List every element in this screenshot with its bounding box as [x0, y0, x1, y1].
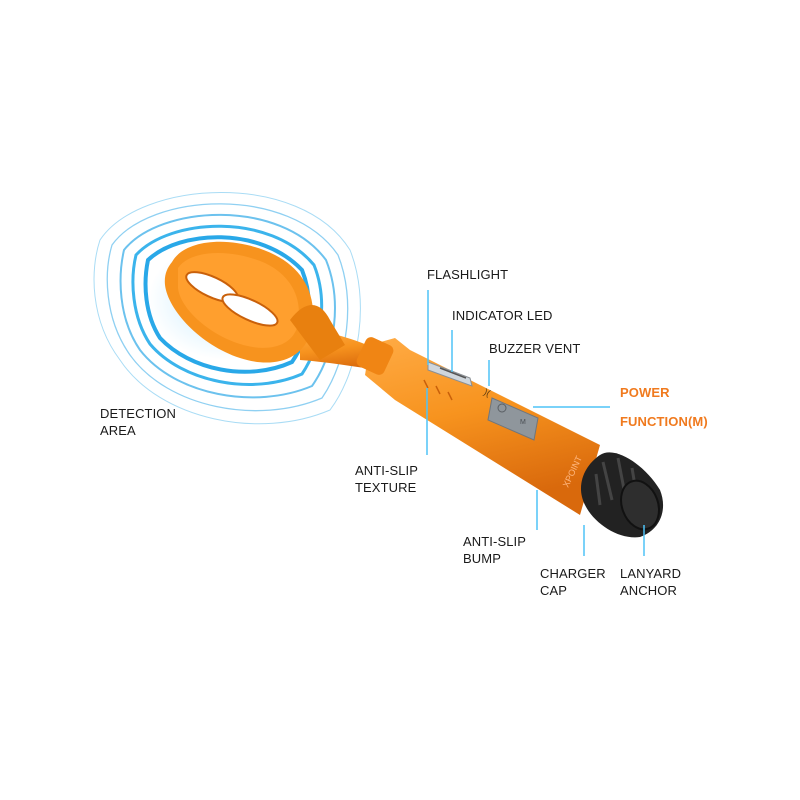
label-flashlight: FLASHLIGHT	[427, 267, 509, 282]
label-line: ANTI-SLIP	[463, 534, 527, 549]
label-anti-slip-bump: ANTI-SLIP BUMP	[463, 533, 526, 567]
leader-lines	[426, 290, 645, 556]
label-line: AREA	[100, 423, 136, 438]
label-line: DETECTION	[100, 406, 177, 421]
handle-body: )( M XPOINT	[356, 337, 600, 515]
label-line: CHARGER	[540, 566, 606, 581]
label-indicator-led: INDICATOR LED	[452, 308, 553, 323]
label-buzzer-vent: BUZZER VENT	[489, 341, 581, 356]
label-line: ANTI-SLIP	[355, 463, 419, 478]
charger-cap	[580, 452, 664, 538]
label-anti-slip-texture: ANTI-SLIP TEXTURE	[355, 462, 418, 496]
label-line: BUMP	[463, 551, 501, 566]
detector-head	[164, 241, 395, 372]
label-line: ANCHOR	[620, 583, 677, 598]
label-line: CAP	[540, 583, 568, 598]
label-detection-area: DETECTION AREA	[100, 405, 176, 439]
svg-text:M: M	[520, 419, 526, 426]
label-lanyard-anchor: LANYARD ANCHOR	[620, 565, 681, 599]
label-line: LANYARD	[620, 566, 682, 581]
label-power: POWER	[620, 385, 670, 400]
label-function: FUNCTION(M)	[620, 414, 708, 429]
svg-text:)(: )(	[482, 387, 492, 399]
label-charger-cap: CHARGER CAP	[540, 565, 606, 599]
label-line: TEXTURE	[355, 480, 417, 495]
